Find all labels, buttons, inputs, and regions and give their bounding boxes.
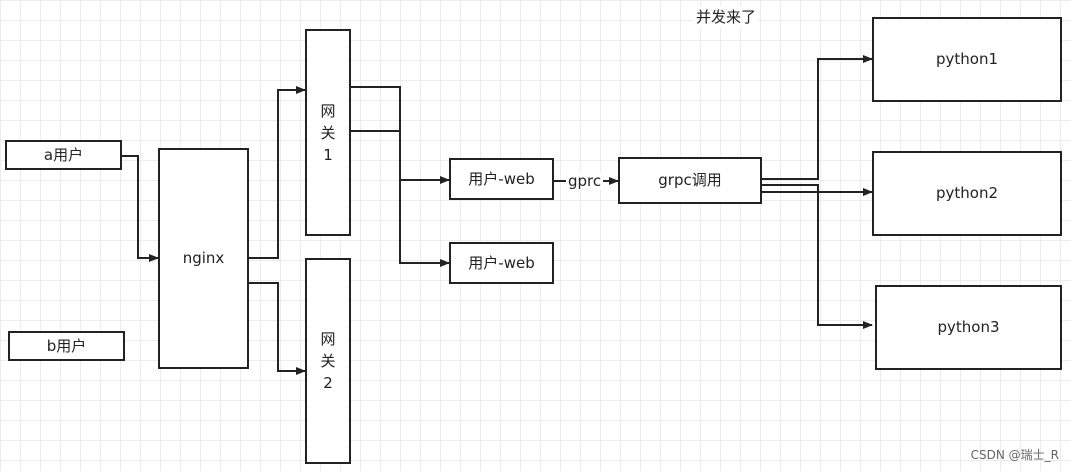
- node-python3-label: python3: [937, 318, 1000, 337]
- node-gateway-1[interactable]: 网 关 1: [305, 29, 351, 236]
- node-user-web-2-label: 用户-web: [468, 253, 535, 272]
- edge-label-grpc: gprc: [566, 172, 604, 190]
- node-python3[interactable]: python3: [875, 285, 1062, 370]
- gateway-1-char-3: 1: [323, 145, 333, 164]
- node-gateway-2[interactable]: 网 关 2: [305, 258, 351, 464]
- node-python2[interactable]: python2: [872, 151, 1062, 236]
- gateway-2-char-1: 网: [320, 330, 336, 348]
- node-user-web-1-label: 用户-web: [468, 169, 535, 188]
- gateway-2-char-3: 2: [323, 374, 333, 392]
- node-python1-label: python1: [935, 50, 998, 69]
- node-gateway-2-label: 网 关 2: [320, 328, 335, 394]
- diagram-title: 并发来了: [694, 6, 759, 27]
- edge-gateway1-userweb2: [351, 130, 450, 267]
- gateway-1-char-2: 关: [320, 123, 336, 142]
- edge-a-user-nginx: [122, 155, 159, 262]
- watermark: CSDN @瑞士_R: [970, 448, 1059, 462]
- edge-grpc-python3: [762, 184, 873, 329]
- node-gateway-1-label: 网 关 1: [320, 100, 335, 166]
- node-b-user-label: b用户: [46, 336, 87, 355]
- node-a-user[interactable]: a用户: [5, 140, 122, 170]
- node-nginx-label: nginx: [182, 249, 225, 268]
- node-grpc-call-label: grpc调用: [658, 171, 722, 190]
- node-nginx[interactable]: nginx: [158, 148, 249, 369]
- node-user-web-2[interactable]: 用户-web: [449, 242, 554, 284]
- edge-nginx-gateway2: [249, 282, 306, 375]
- node-grpc-call[interactable]: grpc调用: [618, 157, 762, 204]
- node-python1[interactable]: python1: [872, 17, 1062, 102]
- node-a-user-label: a用户: [43, 145, 84, 164]
- edge-nginx-gateway1: [249, 86, 306, 259]
- node-python2-label: python2: [935, 184, 998, 203]
- node-b-user[interactable]: b用户: [8, 331, 125, 361]
- node-user-web-1[interactable]: 用户-web: [449, 158, 554, 200]
- gateway-1-char-1: 网: [320, 101, 336, 120]
- gateway-2-char-2: 关: [320, 352, 336, 370]
- edge-grpc-python1: [762, 55, 873, 180]
